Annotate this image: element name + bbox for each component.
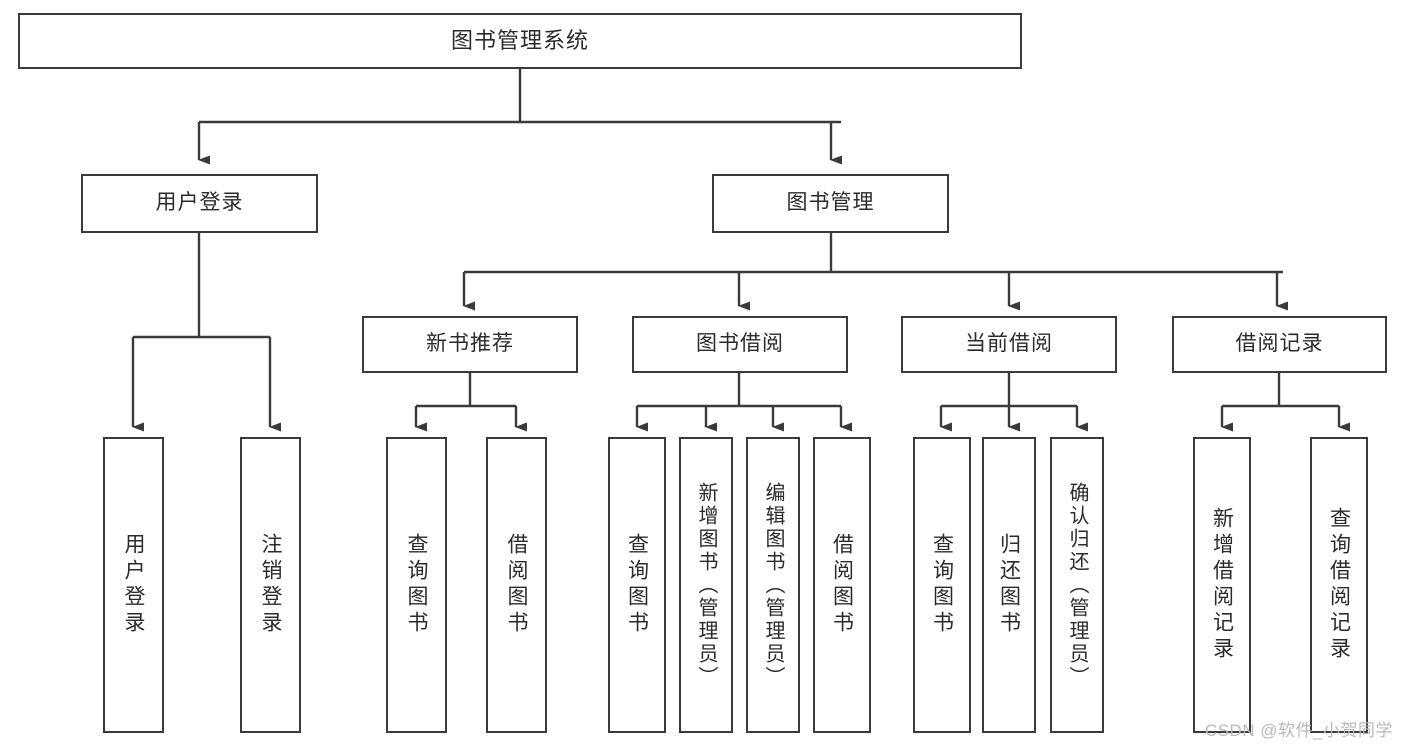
node-root-label: 图书管理系统 [450, 27, 589, 53]
node-user-login-label: 用户登录 [155, 191, 244, 215]
node-borrow-record-label: 借阅记录 [1235, 332, 1324, 356]
node-leaf-query-book-3[interactable]: 查询图书 [913, 437, 971, 733]
node-book-borrow-label: 图书借阅 [696, 332, 784, 356]
node-leaf-add-book[interactable]: 新增图书（管理员） [679, 437, 733, 733]
node-leaf-edit-book[interactable]: 编辑图书（管理员） [746, 437, 800, 733]
node-leaf-borrow-book-2-label: 借阅图书 [830, 533, 854, 637]
node-leaf-user-login[interactable]: 用户登录 [103, 437, 164, 733]
node-leaf-edit-book-label: 编辑图书（管理员） [762, 481, 784, 689]
node-leaf-logout-label: 注销登录 [259, 533, 282, 637]
node-new-book-recommend[interactable]: 新书推荐 [362, 316, 578, 373]
node-leaf-borrow-book-1-label: 借阅图书 [505, 533, 528, 637]
node-leaf-borrow-book-2[interactable]: 借阅图书 [813, 437, 871, 733]
node-root[interactable]: 图书管理系统 [18, 13, 1022, 69]
node-book-management[interactable]: 图书管理 [712, 174, 949, 233]
watermark-text: CSDN @软件_小贺同学 [1204, 721, 1393, 740]
node-user-login[interactable]: 用户登录 [81, 174, 318, 233]
node-leaf-confirm-return-label: 确认归还（管理员） [1066, 481, 1088, 689]
node-leaf-borrow-book-1[interactable]: 借阅图书 [486, 437, 547, 733]
node-book-borrow[interactable]: 图书借阅 [632, 316, 848, 373]
node-leaf-query-book-1-label: 查询图书 [405, 533, 428, 637]
node-leaf-add-record[interactable]: 新增借阅记录 [1193, 437, 1251, 733]
node-leaf-return-book-label: 归还图书 [997, 533, 1021, 637]
node-leaf-query-book-3-label: 查询图书 [930, 533, 954, 637]
node-leaf-confirm-return[interactable]: 确认归还（管理员） [1050, 437, 1104, 733]
node-current-borrow-label: 当前借阅 [965, 332, 1053, 356]
node-leaf-query-book-2-label: 查询图书 [625, 533, 649, 637]
node-leaf-query-record[interactable]: 查询借阅记录 [1310, 437, 1368, 733]
node-leaf-add-book-label: 新增图书（管理员） [695, 481, 717, 689]
node-leaf-query-book-1[interactable]: 查询图书 [386, 437, 447, 733]
node-new-book-recommend-label: 新书推荐 [426, 332, 514, 356]
node-leaf-query-record-label: 查询借阅记录 [1327, 507, 1351, 663]
node-leaf-query-book-2[interactable]: 查询图书 [608, 437, 666, 733]
node-leaf-add-record-label: 新增借阅记录 [1210, 507, 1234, 663]
node-leaf-logout[interactable]: 注销登录 [240, 437, 301, 733]
node-borrow-record[interactable]: 借阅记录 [1172, 316, 1387, 373]
node-leaf-user-login-label: 用户登录 [122, 533, 145, 637]
node-leaf-return-book[interactable]: 归还图书 [982, 437, 1036, 733]
node-book-management-label: 图书管理 [786, 191, 875, 215]
node-current-borrow[interactable]: 当前借阅 [901, 316, 1117, 373]
